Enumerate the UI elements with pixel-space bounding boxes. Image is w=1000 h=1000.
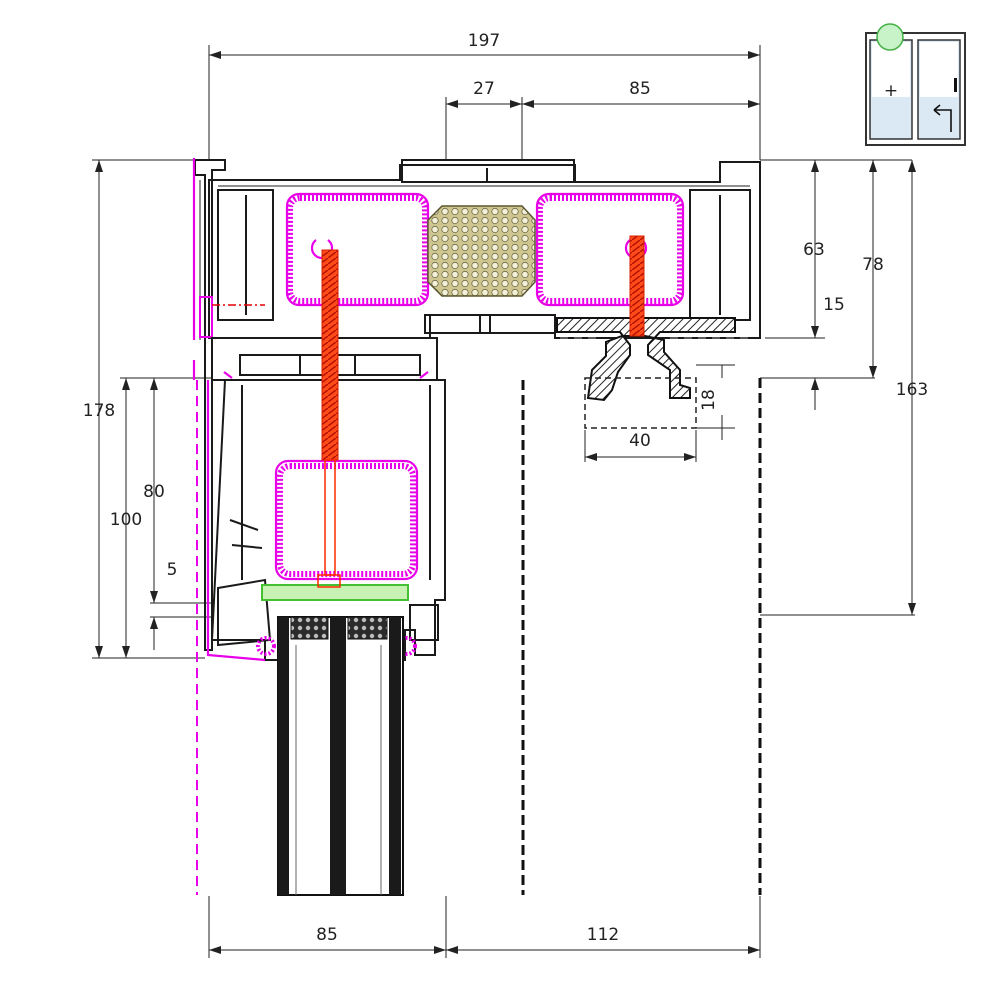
dim-top-left: 27 — [473, 79, 495, 99]
dim-right-163: 163 — [896, 380, 928, 400]
tilt-turn-arrow-icon — [933, 104, 952, 132]
fixing-screws — [317, 235, 645, 588]
dim-top-right: 85 — [629, 79, 651, 99]
dim-right-63: 63 — [803, 240, 825, 260]
fixed-pane-symbol: + — [884, 81, 898, 101]
dim-gasket-40: 40 — [629, 431, 651, 451]
dim-bottom-left: 85 — [316, 925, 338, 945]
glass-bead — [261, 584, 409, 601]
dim-left-80: 80 — [143, 482, 165, 502]
dim-right-15: 15 — [823, 295, 845, 315]
dim-left-100: 100 — [110, 510, 142, 530]
center-gasket — [556, 317, 750, 429]
dim-gasket-18: 18 — [699, 389, 719, 411]
dim-left-5: 5 — [167, 560, 178, 580]
dimension-labels: 197 27 85 63 15 78 163 178 100 80 5 18 4… — [83, 31, 928, 945]
glazing-unit — [277, 616, 404, 896]
dim-overall-width: 197 — [468, 31, 500, 51]
dim-left-178: 178 — [83, 401, 115, 421]
sash-reinforcement — [206, 371, 429, 662]
dim-bottom-right: 112 — [587, 925, 619, 945]
dim-right-78: 78 — [862, 255, 884, 275]
opening-outline — [196, 378, 762, 895]
window-thumbnail: + — [865, 23, 966, 146]
section-marker-icon — [876, 23, 904, 51]
insulation-core — [427, 205, 536, 297]
